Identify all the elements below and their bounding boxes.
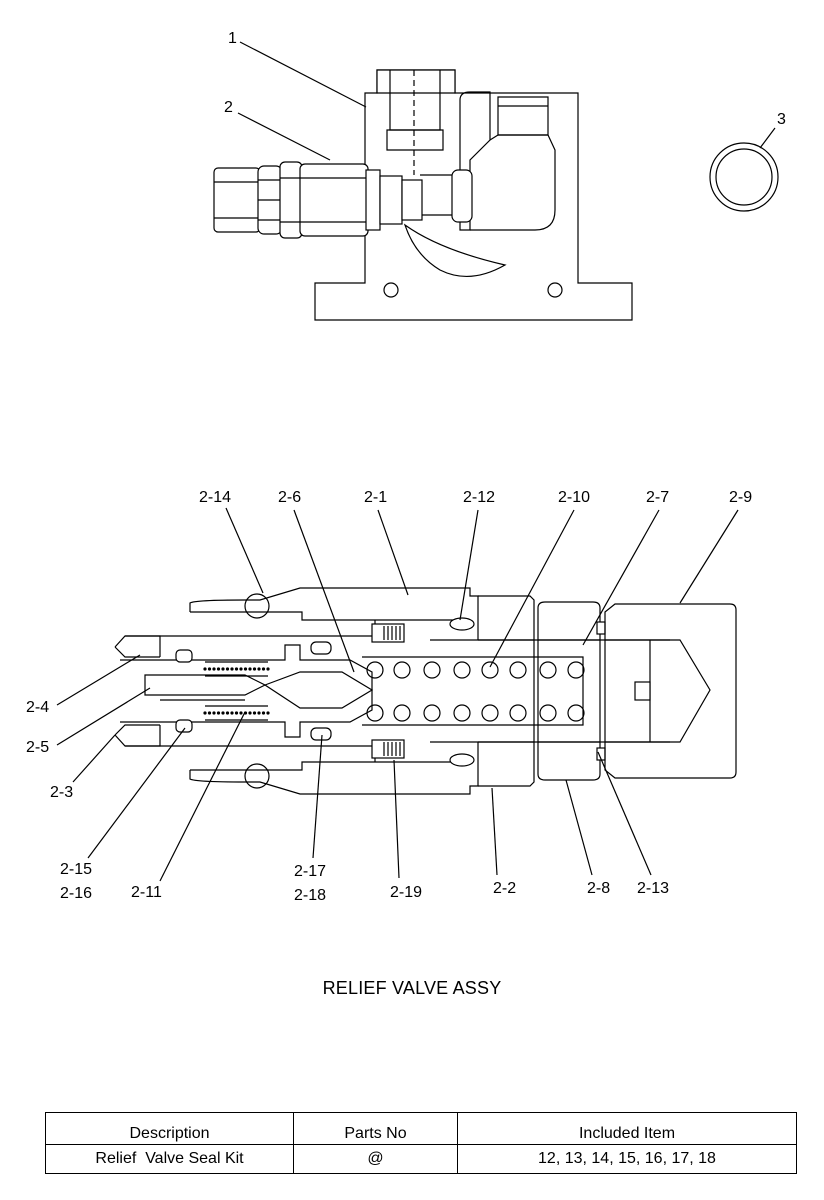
callout-2-3: 2-3 <box>50 784 73 801</box>
cell-included-item: 12, 13, 14, 15, 16, 17, 18 <box>457 1144 797 1174</box>
section-leaders <box>56 507 739 882</box>
callout-2-8: 2-8 <box>587 880 610 897</box>
spring-coil-section <box>509 704 527 722</box>
spring-coil-section <box>393 661 411 679</box>
spring-wire-dot <box>266 667 270 671</box>
spring-coil-section <box>481 704 499 722</box>
seal-kit-table: Description Parts No Included Item Relie… <box>45 1112 797 1174</box>
spring-wire-dot <box>252 667 257 671</box>
inner-spring-coils <box>205 661 268 721</box>
spring-coil-section <box>453 704 471 722</box>
spring-wire-dot <box>203 711 207 715</box>
spring-wire-dot <box>257 711 261 715</box>
spring-wire-dot <box>216 667 221 671</box>
spring-wire-dot <box>230 711 234 715</box>
callout-2-12: 2-12 <box>463 489 495 506</box>
spring-wire-dot <box>252 711 257 715</box>
spring-coil-section <box>393 704 411 722</box>
spring-coil-section <box>366 704 384 722</box>
spring-coil-section <box>539 704 557 722</box>
spring-wire-dot <box>243 667 248 671</box>
header-included-item: Included Item <box>457 1112 797 1145</box>
spring-wire-dot <box>234 711 239 715</box>
section-callouts: 2-14 2-6 2-1 2-12 2-10 2-7 2-9 2-4 2-5 2… <box>26 489 752 904</box>
spring-wire-dot <box>207 667 212 671</box>
main-spring-coils <box>366 661 585 722</box>
spring-wire-dot <box>261 667 266 671</box>
spring-coil-section <box>423 704 441 722</box>
spring-wire-dot <box>221 667 225 671</box>
cell-description: Relief Valve Seal Kit <box>45 1144 294 1174</box>
header-description: Description <box>45 1112 294 1145</box>
valve-block-assembly <box>213 69 779 321</box>
spring-wire-dot <box>230 667 234 671</box>
spring-coil-section <box>567 704 585 722</box>
spring-coil-section <box>481 661 499 679</box>
spring-coil-section <box>453 661 471 679</box>
spring-wire-dot <box>216 711 221 715</box>
spring-wire-dot <box>207 711 212 715</box>
spring-wire-dot <box>225 711 230 715</box>
spring-coil-section <box>567 661 585 679</box>
cell-parts-no: @ <box>293 1144 458 1174</box>
spring-wire-dot <box>261 711 266 715</box>
callout-2-5: 2-5 <box>26 739 49 756</box>
callout-2-11: 2-11 <box>131 884 162 901</box>
callout-2-9: 2-9 <box>729 489 752 506</box>
callout-2: 2 <box>224 99 233 116</box>
callout-3: 3 <box>777 111 786 128</box>
top-callouts: 1 2 3 <box>224 30 786 161</box>
spring-wire-dot <box>221 711 225 715</box>
spring-coil-section <box>539 661 557 679</box>
spring-wire-dot <box>248 667 252 671</box>
callout-2-19: 2-19 <box>390 884 422 901</box>
callout-2-18: 2-18 <box>294 887 326 904</box>
table-row: Relief Valve Seal Kit @ 12, 13, 14, 15, … <box>45 1144 797 1174</box>
relief-valve-section <box>114 587 737 795</box>
spring-wire-dot <box>212 711 216 715</box>
spring-dots <box>203 667 270 715</box>
callout-2-4: 2-4 <box>26 699 49 716</box>
callout-2-7: 2-7 <box>646 489 669 506</box>
callout-2-13: 2-13 <box>637 880 669 897</box>
spring-wire-dot <box>234 667 239 671</box>
spring-wire-dot <box>266 711 270 715</box>
spring-wire-dot <box>239 667 243 671</box>
callout-2-16: 2-16 <box>60 885 92 902</box>
callout-2-17: 2-17 <box>294 863 326 880</box>
table-header-row: Description Parts No Included Item <box>45 1112 797 1145</box>
header-parts-no: Parts No <box>293 1112 458 1145</box>
callout-2-14: 2-14 <box>199 489 231 506</box>
spring-wire-dot <box>212 667 216 671</box>
drawing-caption: RELIEF VALVE ASSY <box>322 978 502 998</box>
callout-2-10: 2-10 <box>558 489 590 506</box>
spring-wire-dot <box>203 667 207 671</box>
spring-wire-dot <box>225 667 230 671</box>
callout-1: 1 <box>228 30 237 47</box>
callout-2-1: 2-1 <box>364 489 387 506</box>
spring-wire-dot <box>248 711 252 715</box>
callout-2-6: 2-6 <box>278 489 301 506</box>
spring-wire-dot <box>239 711 243 715</box>
spring-coil-section <box>423 661 441 679</box>
callout-2-2: 2-2 <box>493 880 516 897</box>
spring-coil-section <box>509 661 527 679</box>
callout-2-15: 2-15 <box>60 861 92 878</box>
spring-wire-dot <box>257 667 261 671</box>
spring-coil-section <box>366 661 384 679</box>
